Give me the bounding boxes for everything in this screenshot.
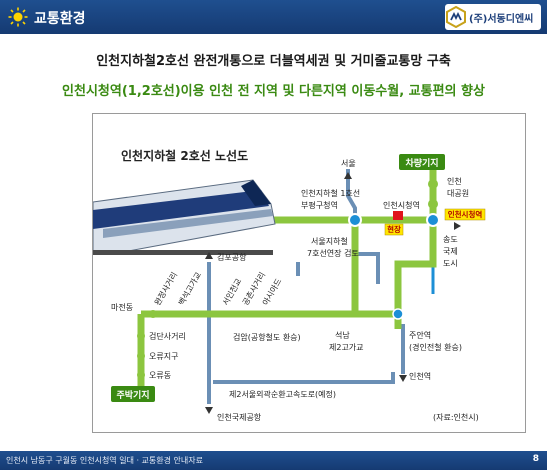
- headline-1: 인천지하철2호선 완전개통으로 더블역세권 및 거미줄교통망 구축: [96, 54, 451, 69]
- footer-bar: 인천시 남동구 구월동 인천시청역 일대 · 교통환경 안내자료 8: [0, 451, 547, 470]
- footer-text: 인천시 남동구 구월동 인천시청역 일대 · 교통환경 안내자료: [6, 456, 203, 465]
- label-intl-airport: 인천국제공항: [217, 412, 262, 422]
- station-markers: [137, 179, 440, 379]
- label-incheon-line1: 인천지하철 1호선: [301, 188, 360, 198]
- station-dot-oryu-dong: [137, 371, 145, 379]
- label-seoul: 서울: [341, 159, 356, 168]
- label-songdo-1: 송도: [443, 235, 458, 244]
- ring-road-line: [213, 372, 395, 384]
- company-logo: (주)서동디엔씨: [445, 4, 541, 30]
- line2-south-segment: [394, 220, 437, 314]
- label-baekseok: 백석고가교: [176, 270, 203, 307]
- headline-2: 인천시청역(1,2호선)이용 인천 전 지역 및 다른지역 이동수월, 교통편의…: [62, 84, 485, 99]
- label-incheon-station: 인천역: [409, 371, 431, 381]
- header-bar: 교통환경 (주)서동디엔씨: [0, 0, 547, 34]
- label-songdo-2: 국제: [443, 247, 458, 256]
- depot-top-label: 차량기지: [405, 157, 438, 169]
- label-seoul-line7-2: 7호선연장 검토: [307, 248, 359, 258]
- label-geomdan-sageori: 검단사거리: [149, 331, 186, 341]
- depot-bottom-label: 주박기지: [116, 389, 149, 401]
- here-tag-box: [384, 223, 404, 236]
- label-source: (자료:인천시): [433, 412, 479, 422]
- route-map: 차량기지 주박기지 인천지하철 2호선 노선도 서울 인천지하철 1호선 부평구…: [92, 148, 486, 422]
- label-wanjeong: 완정사거리: [152, 270, 179, 307]
- direction-arrows: [205, 172, 461, 414]
- label-songdo-3: 도시: [443, 259, 458, 268]
- station-dot-daegongwon: [428, 179, 438, 189]
- label-incheon-1: 인천: [447, 176, 462, 186]
- depot-bottom-box: [111, 386, 155, 402]
- label-juan-2: (경인전철 환승): [409, 342, 462, 352]
- page-number: 8: [532, 454, 539, 464]
- page-title: 교통환경: [34, 11, 86, 27]
- logo-emblem-icon: [446, 6, 466, 28]
- label-oryu-jigu: 오류지구: [149, 352, 178, 361]
- arrow-right-songdo-icon: [454, 222, 461, 230]
- arrow-down-incheon-station-icon: [399, 375, 407, 382]
- train-illustration: [92, 179, 276, 255]
- depot-top-box: [399, 154, 445, 170]
- station-dot-majeon: [149, 310, 157, 318]
- label-oryu-dong: 오류동: [149, 371, 171, 380]
- station-dot-incheon: [428, 199, 438, 209]
- label-seoknam-1: 석남: [335, 330, 350, 340]
- label-incheon-cityhall: 인천시청역: [383, 200, 420, 210]
- arrow-up-gimpo-icon: [205, 252, 213, 259]
- sun-icon: [8, 7, 28, 27]
- label-geomam: 검암(공항철도 환승): [233, 332, 301, 342]
- label-majeon: 마전동: [111, 302, 133, 312]
- label-bupyeong: 부평구청역: [301, 200, 338, 210]
- station-dot-bupyeong: [348, 213, 362, 227]
- station-dot-geomdan: [137, 332, 145, 340]
- label-seoknam-2: 제2고가교: [329, 343, 364, 352]
- map-title: 인천지하철 2호선 노선도: [121, 148, 248, 163]
- site-marker: [393, 211, 403, 220]
- station-dot-juan: [392, 308, 404, 320]
- arrow-down-airport-icon: [205, 407, 213, 414]
- logo-text: (주)서동디엔씨: [469, 13, 534, 25]
- label-ring-road: 제2서울외곽순환고속도로(예정): [229, 389, 336, 399]
- site-tag-box: [444, 208, 486, 221]
- arrow-up-seoul-icon: [344, 172, 352, 179]
- here-tag: 현장: [387, 224, 401, 234]
- route-map-frame: 차량기지 주박기지 인천지하철 2호선 노선도 서울 인천지하철 1호선 부평구…: [92, 113, 526, 433]
- label-seoul-line7-1: 서울지하철: [311, 236, 348, 246]
- label-gimpo: 김포공항: [217, 252, 247, 262]
- station-dot-cityhall: [426, 213, 440, 227]
- label-incheon-2: 대공원: [447, 189, 469, 198]
- site-tag: 인천시청역: [448, 209, 483, 219]
- station-dot-oryu-jigu: [137, 352, 145, 360]
- label-juan-1: 주안역: [409, 330, 431, 340]
